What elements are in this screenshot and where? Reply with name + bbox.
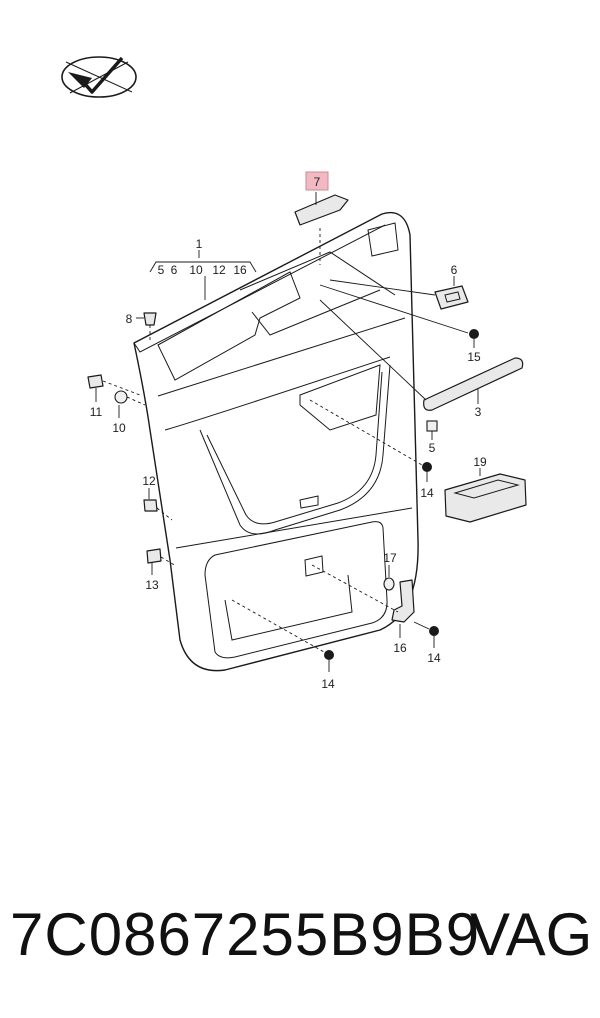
callout-1-sub-12: 12: [212, 263, 226, 277]
callout-3: 3: [475, 405, 482, 419]
callout-1-sub-10: 10: [189, 263, 203, 277]
callout-1: 1: [196, 237, 203, 251]
callout-19: 19: [473, 455, 487, 469]
callout-6: 6: [451, 263, 458, 277]
part-14-screw-c-icon: [231, 599, 334, 672]
part-11-clip-icon: [87, 374, 141, 402]
part-14-screw-a-icon: [309, 399, 432, 482]
callout-12: 12: [142, 474, 156, 488]
part-3-trim-strip: [319, 299, 524, 411]
callout-14-c: 14: [321, 677, 335, 691]
callout-14-a: 14: [420, 486, 434, 500]
brand-name: VAG: [470, 901, 593, 968]
callout-5: 5: [429, 441, 436, 455]
part-12-clip-icon: [143, 488, 173, 521]
callout-10: 10: [112, 421, 126, 435]
brand-logo-icon: [61, 56, 137, 98]
callout-1-sub-5: 5: [158, 263, 165, 277]
callout-15: 15: [467, 350, 481, 364]
part-19-pocket: [444, 468, 527, 523]
part-17-grommet-icon: [383, 565, 395, 591]
callout-1-sub-16: 16: [233, 263, 247, 277]
callout-14-b: 14: [427, 651, 441, 665]
callout-17: 17: [383, 551, 397, 565]
callout-13: 13: [145, 578, 159, 592]
callout-11: 11: [90, 405, 103, 419]
part-14-screw-b-icon: [413, 621, 439, 648]
callout-1-bracket: [149, 250, 257, 300]
part-13-clip-icon: [146, 548, 177, 575]
part-10-push-clip-icon: [114, 390, 146, 418]
callout-7-highlight: [305, 171, 329, 191]
callout-16: 16: [393, 641, 407, 655]
part-number: 7C0867255B9B9: [10, 901, 481, 968]
door-trim-panel: [133, 211, 419, 672]
callout-8: 8: [126, 312, 133, 326]
part-8-clip-icon: [136, 312, 157, 340]
part-15-screw-icon: [319, 284, 479, 348]
part-5-clip-icon: [426, 420, 438, 440]
callout-1-sub-6: 6: [171, 263, 178, 277]
part-16-bracket: [311, 564, 415, 638]
callout-7: 7: [314, 175, 321, 189]
part-6-cover: [329, 276, 469, 310]
part-7-handle-insert: [294, 192, 349, 265]
